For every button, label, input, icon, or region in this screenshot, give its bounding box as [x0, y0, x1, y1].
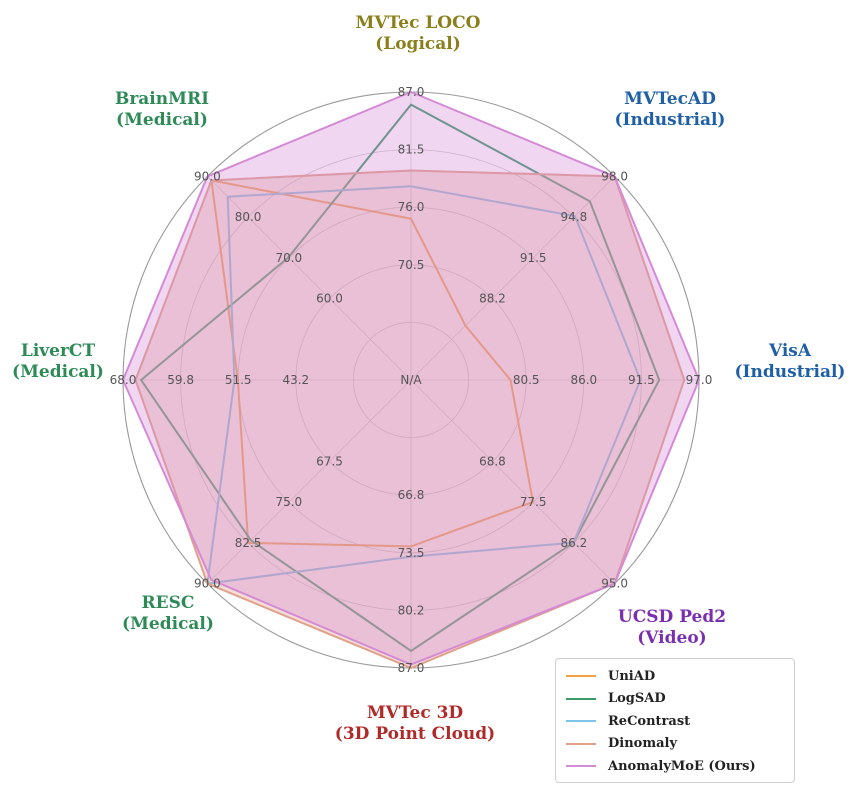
axis-label-name: LiverCT — [21, 341, 96, 361]
legend-swatch — [566, 697, 596, 700]
tick-label: 70.5 — [398, 258, 425, 272]
axis-label-name: MVTecAD — [624, 89, 716, 109]
tick-label: 87.0 — [398, 85, 425, 99]
legend-swatch — [566, 765, 596, 768]
axis-label-name: RESC — [142, 593, 195, 613]
legend-swatch — [566, 742, 596, 745]
legend-label: LogSAD — [608, 691, 666, 707]
grid-spoke — [207, 379, 412, 584]
legend-item-anomalymoe: AnomalyMoE (Ours) — [566, 755, 784, 778]
axis-label-domain: (3D Point Cloud) — [335, 724, 495, 744]
legend-item-uniad: UniAD — [566, 665, 784, 688]
tick-label: 75.0 — [275, 495, 302, 509]
tick-label: 51.5 — [225, 373, 252, 387]
grid-spoke — [410, 379, 615, 584]
legend-label: AnomalyMoE (Ours) — [608, 758, 756, 774]
axis-label-name: UCSD Ped2 — [618, 607, 726, 627]
legend-item-dinomaly: Dinomaly — [566, 733, 784, 756]
legend-swatch — [566, 675, 596, 678]
tick-label: 81.5 — [398, 143, 425, 157]
tick-label: 60.0 — [316, 292, 343, 306]
legend-label: Dinomaly — [608, 736, 678, 752]
tick-label: 59.8 — [167, 373, 194, 387]
tick-label: 94.8 — [561, 210, 588, 224]
tick-label: 77.5 — [520, 495, 547, 509]
tick-label: 80.0 — [235, 210, 262, 224]
tick-label: 67.5 — [316, 454, 343, 468]
axis-label-domain: (Logical) — [375, 34, 461, 54]
tick-label: 91.5 — [628, 373, 655, 387]
axis-label-name: MVTec 3D — [367, 703, 464, 723]
series-uniad — [210, 179, 534, 548]
tick-label: 68.8 — [479, 454, 506, 468]
tick-label: 87.0 — [398, 661, 425, 675]
tick-label: 90.0 — [194, 169, 221, 183]
legend-swatch — [566, 720, 596, 723]
radar-series — [122, 91, 700, 669]
tick-label: 90.0 — [194, 577, 221, 591]
radar-axis-labels: MVTec LOCO(Logical)MVTecAD(Industrial)Vi… — [12, 13, 845, 744]
tick-label: 97.0 — [686, 373, 713, 387]
tick-label: 86.0 — [570, 373, 597, 387]
grid-spoke — [410, 176, 615, 381]
axis-label-name: VisA — [768, 341, 812, 361]
tick-label: 98.0 — [601, 169, 628, 183]
axis-label-name: BrainMRI — [115, 89, 209, 109]
series-recontrast — [206, 185, 642, 585]
tick-label: 68.0 — [110, 373, 137, 387]
tick-label: 80.2 — [398, 603, 425, 617]
tick-label: 43.2 — [282, 373, 309, 387]
axis-label-domain: (Medical) — [12, 362, 104, 382]
axis-label-domain: (Industrial) — [615, 110, 726, 130]
chart-legend: UniAD LogSAD ReContrast Dinomaly Anomaly… — [555, 658, 795, 783]
legend-item-recontrast: ReContrast — [566, 710, 784, 733]
radar-ticks: N/A 70.5 76.0 81.5 87.0 88.2 91.5 94.8 98.0 80.5 8… — [110, 85, 713, 675]
axis-label-domain: (Industrial) — [735, 362, 846, 382]
tick-label: 88.2 — [479, 292, 506, 306]
tick-label: 82.5 — [235, 536, 262, 550]
legend-label: UniAD — [608, 668, 656, 684]
tick-label: 80.5 — [513, 373, 540, 387]
tick-label: 70.0 — [275, 251, 302, 265]
legend-item-logsad: LogSAD — [566, 688, 784, 711]
tick-label: 91.5 — [520, 251, 547, 265]
series-logsad — [140, 103, 661, 652]
tick-label: 73.5 — [398, 546, 425, 560]
series-dinomaly — [134, 169, 686, 669]
axis-label-domain: (Video) — [637, 628, 706, 648]
center-tick-label: N/A — [400, 373, 422, 387]
tick-label: 66.8 — [398, 488, 425, 502]
tick-label: 95.0 — [601, 577, 628, 591]
series-anomalymoe-ours — [122, 91, 700, 666]
axis-label-name: MVTec LOCO — [356, 13, 481, 33]
axis-label-domain: (Medical) — [122, 614, 214, 634]
tick-label: 76.0 — [398, 200, 425, 214]
legend-label: ReContrast — [608, 713, 691, 729]
tick-label: 86.2 — [561, 536, 588, 550]
axis-label-domain: (Medical) — [116, 110, 208, 130]
grid-spoke — [207, 176, 412, 381]
